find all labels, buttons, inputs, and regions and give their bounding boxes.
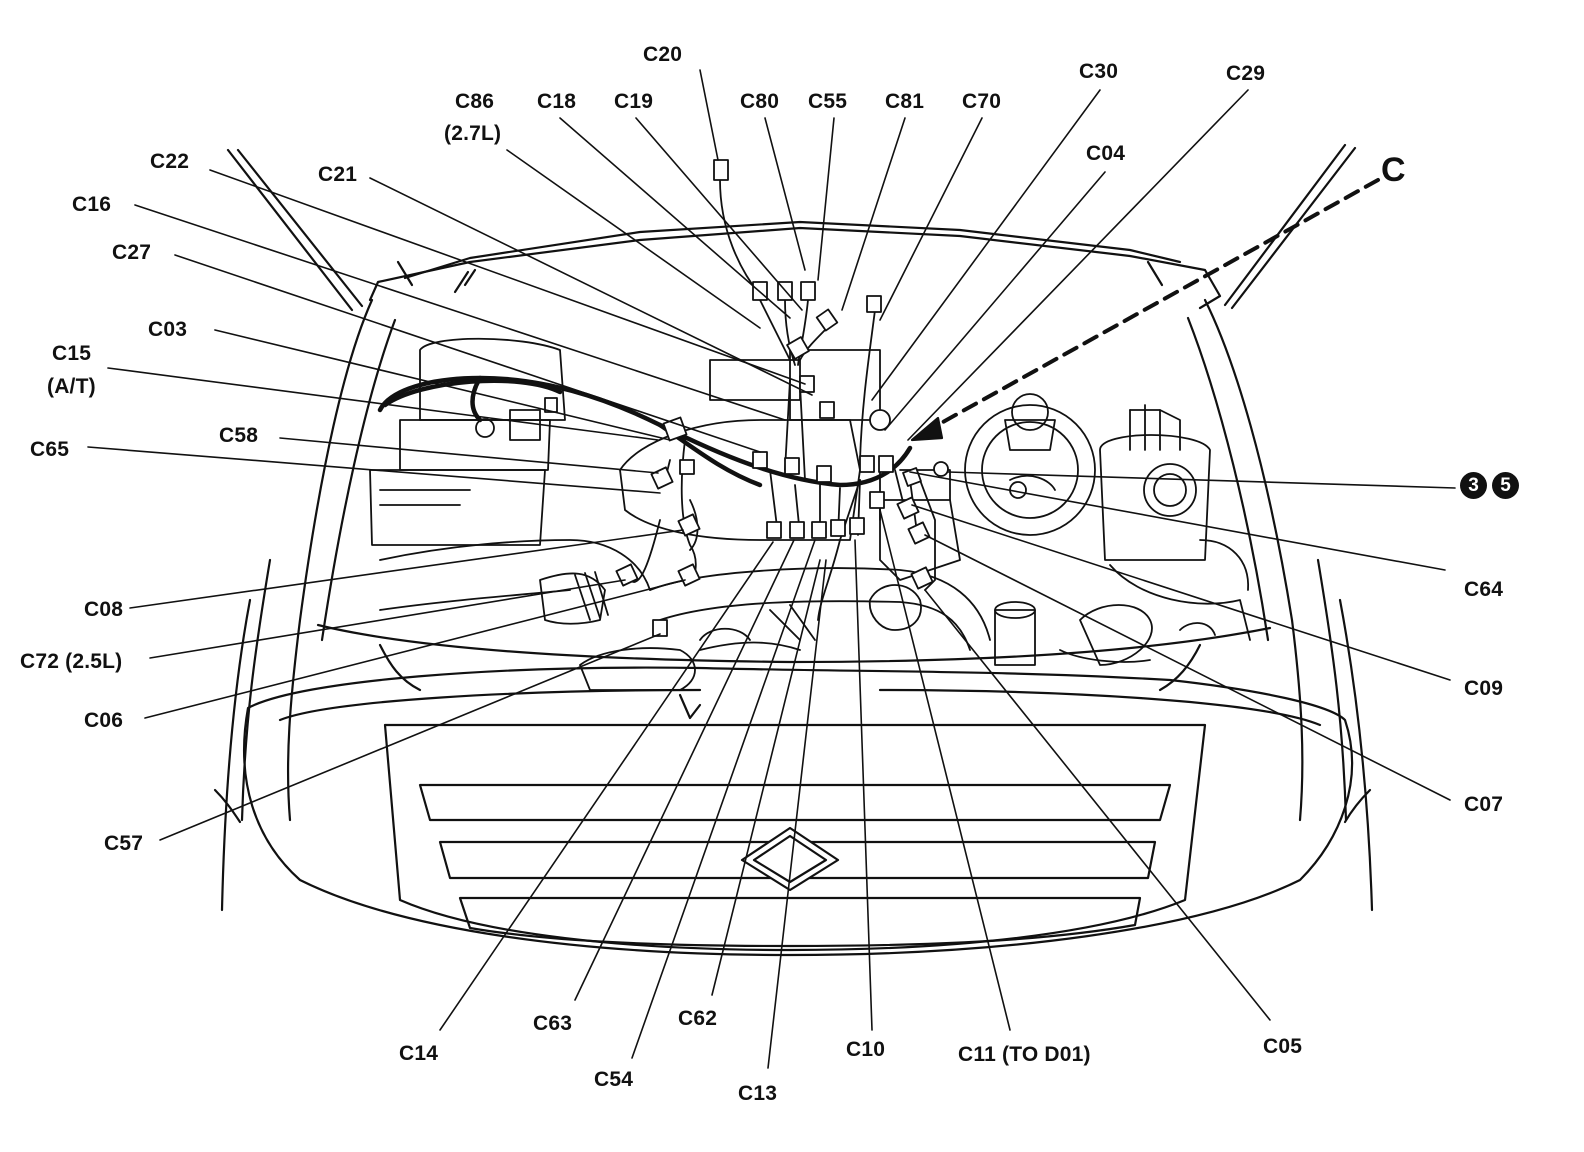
label-c10: C10 — [846, 1038, 886, 1061]
label-view-c: C — [1381, 151, 1406, 189]
label-c15: C15 — [52, 342, 92, 365]
label-c65: C65 — [30, 438, 70, 461]
label-c30: C30 — [1079, 60, 1119, 83]
label-c81: C81 — [885, 90, 925, 113]
label-c62: C62 — [678, 1007, 718, 1030]
label-c63: C63 — [533, 1012, 573, 1035]
leader-lines — [87, 69, 1456, 1069]
label-c86-note: (2.7L) — [444, 122, 502, 145]
label-c09: C09 — [1464, 677, 1504, 700]
label-c05: C05 — [1263, 1035, 1303, 1058]
label-c80: C80 — [740, 90, 780, 113]
label-c08: C08 — [84, 598, 124, 621]
label-c86: C86 — [455, 90, 495, 113]
callout-badge-5: 5 — [1492, 472, 1519, 499]
label-c07: C07 — [1464, 793, 1504, 816]
label-c06: C06 — [84, 709, 124, 732]
label-c20: C20 — [643, 43, 683, 66]
view-arrow — [910, 178, 1380, 442]
label-c13: C13 — [738, 1082, 778, 1105]
label-c27: C27 — [112, 241, 152, 264]
label-c15-note: (A/T) — [47, 375, 96, 398]
label-c58: C58 — [219, 424, 259, 447]
label-c19: C19 — [614, 90, 654, 113]
label-c64: C64 — [1464, 578, 1504, 601]
label-c57: C57 — [104, 832, 144, 855]
callout-badge-3: 3 — [1460, 472, 1487, 499]
label-c11: C11 (TO D01) — [958, 1043, 1091, 1066]
label-c54: C54 — [594, 1068, 634, 1091]
label-c04: C04 — [1086, 142, 1126, 165]
label-c14: C14 — [399, 1042, 439, 1065]
label-c72: C72 (2.5L) — [20, 650, 123, 673]
body-outline — [213, 143, 1374, 957]
label-c55: C55 — [808, 90, 848, 113]
label-c18: C18 — [537, 90, 577, 113]
label-c03: C03 — [148, 318, 188, 341]
label-c22: C22 — [150, 150, 190, 173]
label-c16: C16 — [72, 193, 112, 216]
label-c70: C70 — [962, 90, 1002, 113]
label-c21: C21 — [318, 163, 358, 186]
label-c29: C29 — [1226, 62, 1266, 85]
